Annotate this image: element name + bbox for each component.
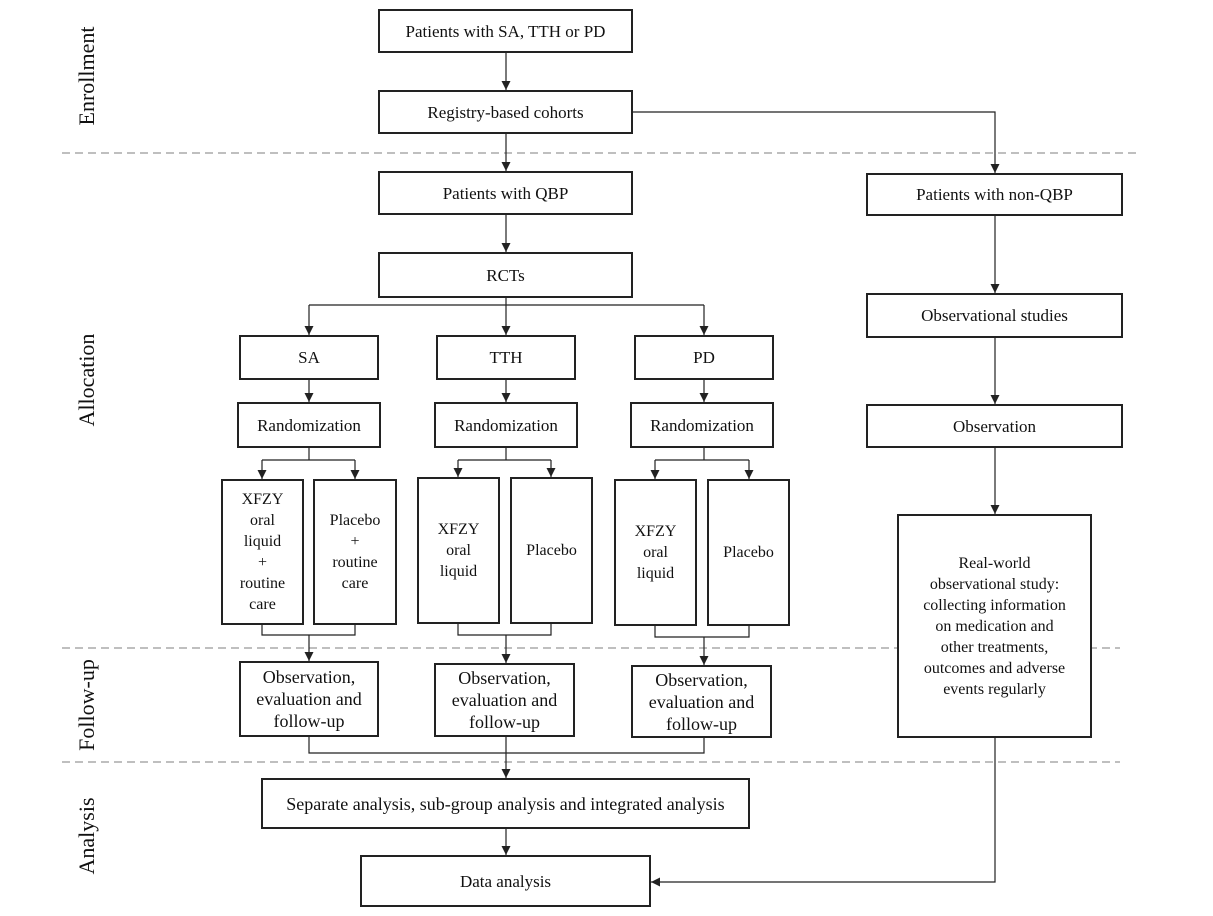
node-real-world-study: Real-world observational study: collecti…: [897, 514, 1092, 738]
node-followup-sa: Observation, evaluation and follow-up: [239, 661, 379, 737]
phase-label-allocation: Allocation: [74, 333, 99, 427]
line-rcts-split: [309, 298, 704, 306]
node-pd-placebo-arm: Placebo: [707, 479, 790, 626]
line-tth-merge: [457, 624, 552, 636]
arrow-realworld-to-data-analysis: [651, 738, 996, 887]
node-registry-cohorts: Registry-based cohorts: [378, 90, 633, 134]
node-randomization-tth: Randomization: [434, 402, 578, 448]
line-sa-merge: [261, 625, 356, 636]
line-followup-merge: [308, 737, 705, 754]
node-sa-xfzy-arm: XFZY oral liquid + routine care: [221, 479, 304, 625]
node-pd: PD: [634, 335, 774, 380]
node-sa-placebo-arm: Placebo + routine care: [313, 479, 397, 625]
node-followup-tth: Observation, evaluation and follow-up: [434, 663, 575, 737]
node-tth-placebo-arm: Placebo: [510, 477, 593, 624]
node-rcts: RCTs: [378, 252, 633, 298]
line-rand-tth-split: [458, 448, 551, 461]
phase-label-analysis: Analysis: [74, 797, 99, 875]
node-observational-studies: Observational studies: [866, 293, 1123, 338]
node-randomization-sa: Randomization: [237, 402, 381, 448]
line-rand-pd-split: [655, 448, 749, 461]
line-rand-sa-split: [262, 448, 355, 461]
node-tth: TTH: [436, 335, 576, 380]
phase-label-follow-up: Follow-up: [74, 659, 99, 751]
node-sa: SA: [239, 335, 379, 380]
node-followup-pd: Observation, evaluation and follow-up: [631, 665, 772, 738]
line-pd-merge: [654, 626, 750, 638]
node-data-analysis: Data analysis: [360, 855, 651, 907]
node-pd-xfzy-arm: XFZY oral liquid: [614, 479, 697, 626]
node-observation: Observation: [866, 404, 1123, 448]
node-patients-all: Patients with SA, TTH or PD: [378, 9, 633, 53]
phase-label-enrollment: Enrollment: [74, 26, 99, 126]
arrow-registry-to-nonqbp: [633, 111, 1000, 173]
node-separate-analysis: Separate analysis, sub-group analysis an…: [261, 778, 750, 829]
node-randomization-pd: Randomization: [630, 402, 774, 448]
node-tth-xfzy-arm: XFZY oral liquid: [417, 477, 500, 624]
node-patients-non-qbp: Patients with non-QBP: [866, 173, 1123, 216]
node-patients-qbp: Patients with QBP: [378, 171, 633, 215]
